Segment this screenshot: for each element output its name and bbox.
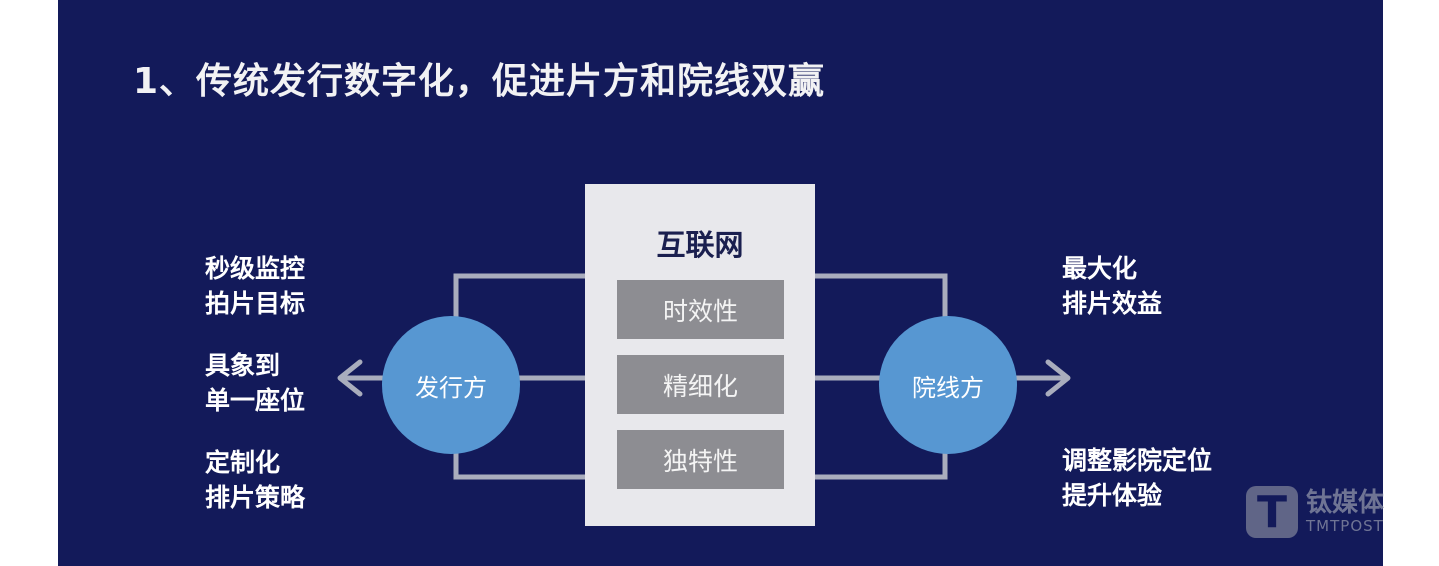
- left-arrow-icon: [337, 359, 363, 397]
- label-line: 秒级监控: [205, 254, 306, 283]
- internet-box-title: 互联网: [656, 228, 744, 262]
- label-line: 单一座位: [205, 386, 306, 415]
- left-label-1: 秒级监控 拍片目标: [205, 251, 305, 321]
- left-label-2: 具象到 单一座位: [205, 348, 305, 418]
- right-arrow-icon: [1045, 359, 1071, 397]
- right-top-connector: [815, 273, 948, 320]
- label-line: 排片效益: [1062, 289, 1163, 318]
- label-line: 排片策略: [205, 483, 306, 512]
- item-timeliness: 时效性: [617, 280, 784, 339]
- distributor-node: 发行方: [382, 316, 520, 454]
- right-label-1: 最大化 排片效益: [1062, 251, 1162, 321]
- label-line: 最大化: [1062, 254, 1138, 283]
- label-line: 提升体验: [1062, 481, 1163, 510]
- right-label-2: 调整影院定位 提升体验: [1062, 443, 1212, 513]
- label-line: 拍片目标: [205, 289, 306, 318]
- tmtpost-logo-icon: T: [1246, 486, 1298, 538]
- item-refinement: 精细化: [617, 355, 784, 414]
- internet-box: 互联网 时效性 精细化 独特性: [585, 184, 815, 526]
- slide-title: 1、传统发行数字化，促进片方和院线双赢: [133, 61, 826, 102]
- item-uniqueness: 独特性: [617, 430, 784, 489]
- cinema-node: 院线方: [879, 316, 1017, 454]
- left-bottom-connector: [453, 450, 585, 480]
- right-bottom-connector: [815, 450, 948, 480]
- left-top-connector: [453, 273, 585, 320]
- label-line: 具象到: [205, 351, 281, 380]
- watermark-cn: 钛媒体: [1306, 488, 1385, 518]
- watermark-en: TMTPOST: [1306, 517, 1384, 535]
- tmtpost-watermark: T 钛媒体 TMTPOST: [1246, 486, 1384, 538]
- left-label-3: 定制化 排片策略: [205, 445, 305, 515]
- label-line: 调整影院定位: [1062, 446, 1213, 475]
- label-line: 定制化: [205, 448, 281, 477]
